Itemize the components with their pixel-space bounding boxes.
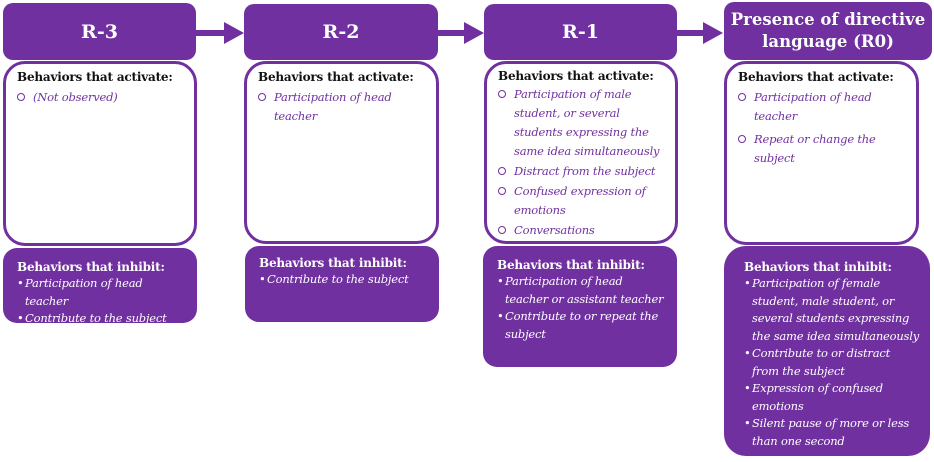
dot-bullet-icon: • <box>744 381 751 395</box>
stage-title: Presence of directive language (R0) <box>730 10 926 51</box>
activate-item: Confused expression of emotions <box>498 182 667 220</box>
activate-item: Participation of head teacher <box>258 88 428 126</box>
inhibit-item: •Contribute to or distract from the subj… <box>744 346 891 378</box>
circle-bullet-icon <box>498 226 506 234</box>
dot-bullet-icon: • <box>17 311 24 325</box>
inhibit-box-r3: Behaviors that inhibit: •Participation o… <box>3 248 197 325</box>
stage-header-r3: R-3 <box>3 3 196 60</box>
inhibit-title: Behaviors that inhibit: <box>17 260 165 274</box>
circle-bullet-icon <box>17 93 25 101</box>
stage-header-r1: R-1 <box>484 4 677 60</box>
circle-bullet-icon <box>258 93 266 101</box>
circle-bullet-icon <box>738 135 746 143</box>
inhibit-item: •Expression of confused emotions <box>744 381 883 413</box>
dot-bullet-icon: • <box>744 276 751 290</box>
inhibit-item: •Silent pause of more or less than one s… <box>744 416 910 448</box>
inhibit-box-r2: Behaviors that inhibit: •Contribute to t… <box>245 246 439 322</box>
inhibit-box-r0: Behaviors that inhibit: •Participation o… <box>724 246 930 456</box>
activate-title: Behaviors that activate: <box>258 70 414 84</box>
stage-title: R-2 <box>322 21 360 43</box>
stage-title: R-1 <box>562 21 599 43</box>
inhibit-box-r1: Behaviors that inhibit: •Participation o… <box>483 246 677 367</box>
arrow-right-icon <box>438 22 484 44</box>
inhibit-title: Behaviors that inhibit: <box>744 260 892 274</box>
stage-header-r0: Presence of directive language (R0) <box>724 2 932 60</box>
dot-bullet-icon: • <box>744 416 751 430</box>
stage-header-r2: R-2 <box>244 4 438 60</box>
activate-box-r0: Behaviors that activate: Participation o… <box>724 61 919 245</box>
dot-bullet-icon: • <box>17 276 24 290</box>
activate-item: Participation of head teacher <box>738 88 908 126</box>
inhibit-title: Behaviors that inhibit: <box>259 256 407 270</box>
inhibit-item: •Participation of head teacher or assist… <box>497 274 664 306</box>
inhibit-item: •Contribute to the subject <box>259 271 431 289</box>
activate-title: Behaviors that activate: <box>17 70 173 84</box>
activate-box-r3: Behaviors that activate: (Not observed) <box>3 61 197 246</box>
activate-item: Distract from the subject <box>498 162 667 181</box>
stage-title: R-3 <box>81 20 118 43</box>
activate-title: Behaviors that activate: <box>738 70 894 84</box>
inhibit-item: •Contribute to or repeat the subject <box>497 309 659 341</box>
activate-item: Conversations <box>498 221 667 240</box>
circle-bullet-icon <box>738 93 746 101</box>
dot-bullet-icon: • <box>497 274 504 288</box>
arrow-right-icon <box>196 22 244 44</box>
dot-bullet-icon: • <box>497 309 504 323</box>
dot-bullet-icon: • <box>259 272 266 286</box>
circle-bullet-icon <box>498 90 506 98</box>
inhibit-item: •Participation of head teacher <box>17 276 143 308</box>
circle-bullet-icon <box>498 167 506 175</box>
activate-title: Behaviors that activate: <box>498 69 654 83</box>
circle-bullet-icon <box>498 187 506 195</box>
dot-bullet-icon: • <box>744 346 751 360</box>
activate-box-r2: Behaviors that activate: Participation o… <box>244 61 439 244</box>
activate-box-r1: Behaviors that activate: Participation o… <box>484 61 678 244</box>
activate-item: Repeat or change the subject <box>738 130 908 168</box>
inhibit-item: •Participation of female student, male s… <box>744 276 920 343</box>
arrow-right-icon <box>677 22 723 44</box>
inhibit-item: •Contribute to the subject <box>17 310 189 328</box>
activate-item: (Not observed) <box>17 88 186 107</box>
activate-item: Participation of male student, or severa… <box>498 85 667 161</box>
inhibit-title: Behaviors that inhibit: <box>497 258 645 272</box>
